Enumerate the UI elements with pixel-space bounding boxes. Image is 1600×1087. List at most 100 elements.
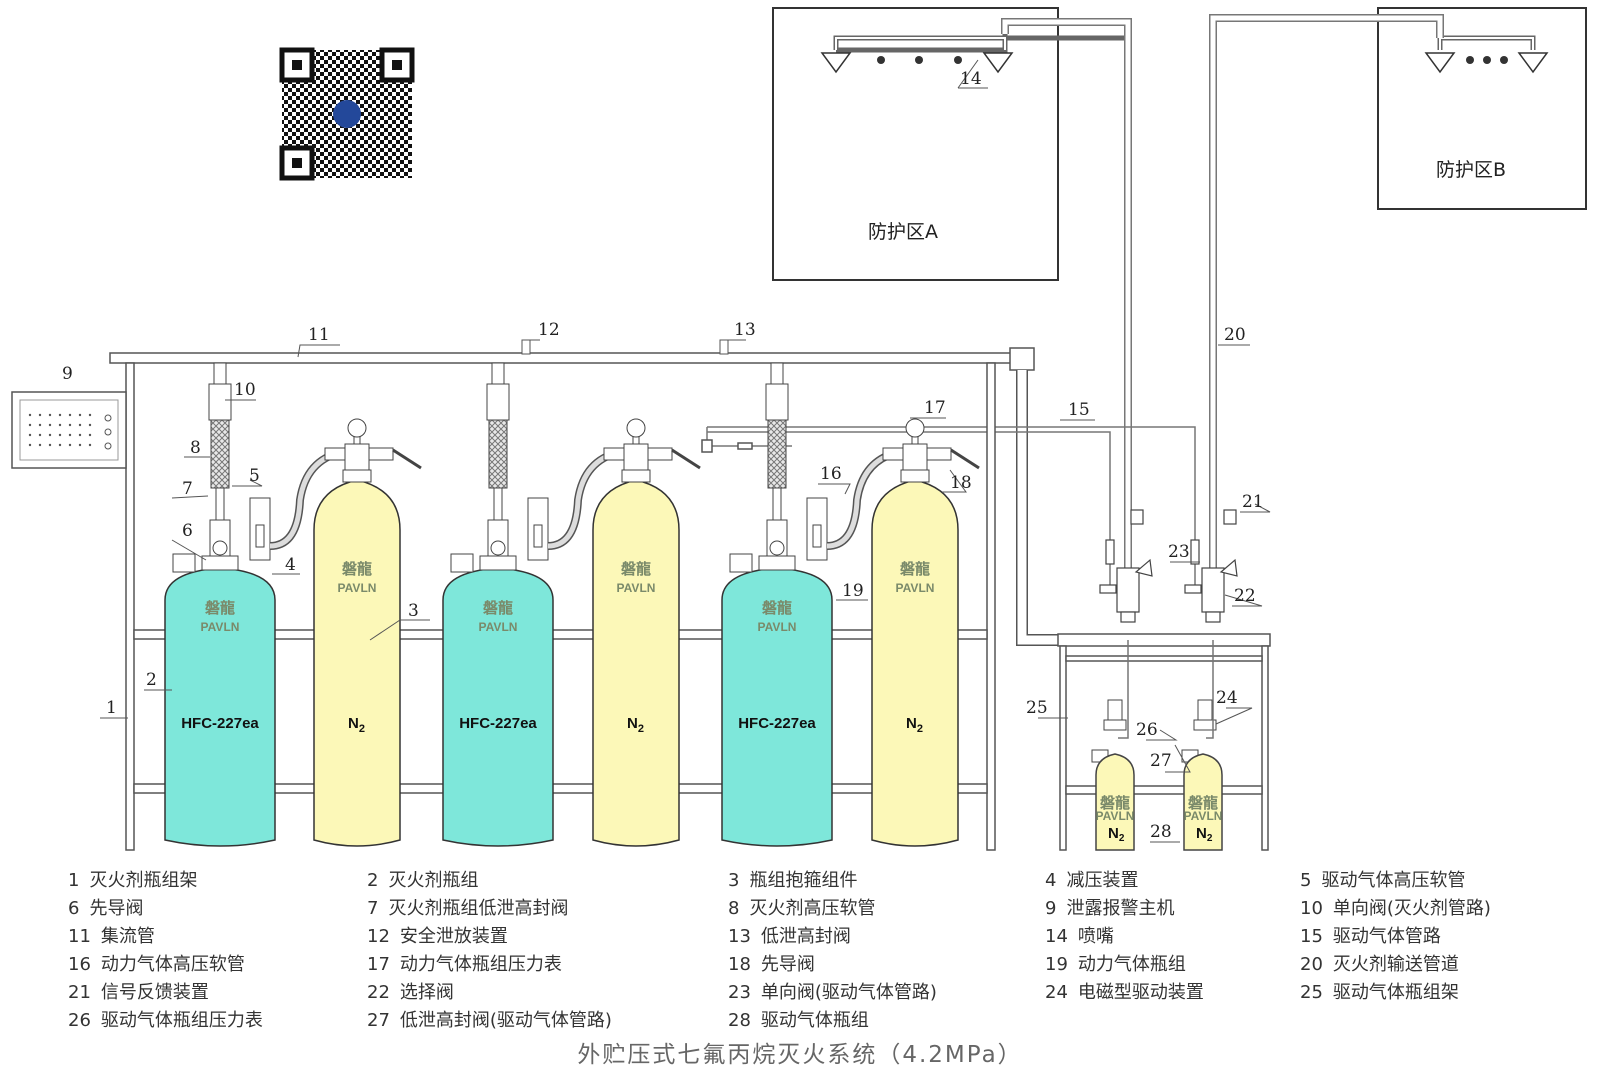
legend-text: 选择阀: [399, 982, 454, 1003]
qr-code: [279, 47, 415, 181]
legend-text: 安全泄放装置: [399, 926, 508, 947]
callout-25: 25: [1026, 698, 1048, 718]
callout-numbers: 1 2 3 4 5 6 7 8 9 10 11 12 13 14 15 16 1…: [62, 69, 1264, 842]
callout-8: 8: [190, 438, 201, 458]
legend-number: 21: [68, 982, 91, 1003]
legend-text: 灭火剂瓶组低泄高封阀: [388, 898, 569, 919]
callout-17: 17: [924, 398, 946, 418]
legend-number: 15: [1300, 926, 1323, 947]
legend-text: 灭火剂高压软管: [749, 898, 876, 919]
nozzle-icon: [982, 52, 1014, 74]
legend-number: 4: [1045, 870, 1057, 891]
callout-3: 3: [408, 601, 419, 621]
legend-number: 8: [728, 898, 740, 919]
pressure-gauge-icon: [905, 418, 925, 438]
legend-text: 集流管: [100, 926, 155, 947]
legend-number: 17: [367, 954, 390, 975]
callout-15: 15: [1068, 400, 1090, 420]
legend-number: 14: [1045, 926, 1068, 947]
n2-cylinder-brand-en: PAVLN: [338, 581, 377, 595]
agent-cylinder-brand-en: PAVLN: [479, 620, 518, 634]
n2-cylinder-brand-en: PAVLN: [896, 581, 935, 595]
protection-zone-b: 防护区B: [1377, 7, 1587, 210]
n2-cylinder-brand-cn: 磐龍: [341, 560, 372, 578]
agent-cylinder-brand-cn: 磐龍: [482, 599, 513, 617]
callout-7: 7: [182, 479, 193, 499]
legend-text: 先导阀: [89, 898, 144, 919]
callout-1: 1: [106, 698, 117, 718]
agent-cylinder-brand-en: PAVLN: [758, 620, 797, 634]
legend-text: 喷嘴: [1077, 926, 1114, 947]
legend-text: 电磁型驱动装置: [1077, 982, 1204, 1003]
legend-number: 16: [68, 954, 91, 975]
callout-27: 27: [1150, 751, 1172, 771]
legend-number: 25: [1300, 982, 1323, 1003]
n2-cylinder-brand-cn: 磐龍: [620, 560, 651, 578]
zone-a-label: 防护区A: [868, 221, 938, 243]
callout-11: 11: [308, 325, 330, 345]
legend-item: 4 减压装置: [1045, 866, 1138, 892]
legend-text: 低泄高封阀(驱动气体管路): [399, 1010, 612, 1031]
agent-delivery-pipes: [1001, 14, 1444, 600]
legend-number: 22: [367, 982, 390, 1003]
manifold: [109, 339, 1063, 646]
callout-26: 26: [1136, 720, 1158, 740]
protection-zone-a: 防护区A: [772, 7, 1128, 281]
nozzle-icon: [1424, 52, 1456, 74]
callout-19: 19: [842, 581, 864, 601]
zone-b-label: 防护区B: [1436, 159, 1506, 181]
legend-number: 3: [728, 870, 740, 891]
n2-cylinder-label: N2: [348, 715, 365, 735]
callout-28: 28: [1150, 822, 1172, 842]
legend-text: 单向阀(驱动气体管路): [760, 982, 937, 1003]
legend-text: 驱动气体瓶组架: [1332, 982, 1459, 1003]
callout-6: 6: [182, 521, 193, 541]
legend-item: 12 安全泄放装置: [367, 922, 508, 948]
callout-9: 9: [62, 364, 73, 384]
legend-number: 13: [728, 926, 751, 947]
legend-number: 20: [1300, 954, 1323, 975]
callout-10: 10: [234, 380, 256, 400]
agent-cylinder-brand-cn: 磐龍: [761, 599, 792, 617]
drive-cylinder-brand-en: PAVLN: [1184, 809, 1223, 823]
agent-cylinder-label: HFC-227ea: [738, 715, 816, 732]
callout-20: 20: [1224, 325, 1246, 345]
page-title: 外贮压式七氟丙烷灭火系统（4.2MPa）: [577, 1042, 1023, 1068]
legend-number: 12: [367, 926, 390, 947]
legend-text: 先导阀: [760, 954, 815, 975]
drive-gas-rack: [1057, 633, 1271, 851]
drive-gas-cylinder: 磐龍 PAVLN N2: [1091, 699, 1135, 851]
callout-5: 5: [249, 466, 260, 486]
legend-text: 动力气体瓶组: [1077, 954, 1186, 975]
legend-text: 减压装置: [1066, 870, 1139, 891]
n2-cylinder-label: N2: [906, 715, 923, 735]
agent-cylinder-label: HFC-227ea: [459, 715, 537, 732]
legend-number: 9: [1045, 898, 1057, 919]
drive-cylinder-brand-cn: 磐龍: [1099, 794, 1130, 812]
nozzle-icon: [820, 52, 852, 74]
legend-item: 25 驱动气体瓶组架: [1300, 978, 1459, 1004]
callout-2: 2: [146, 670, 157, 690]
legend-number: 10: [1300, 898, 1323, 919]
pressure-gauge-icon: [347, 418, 367, 438]
